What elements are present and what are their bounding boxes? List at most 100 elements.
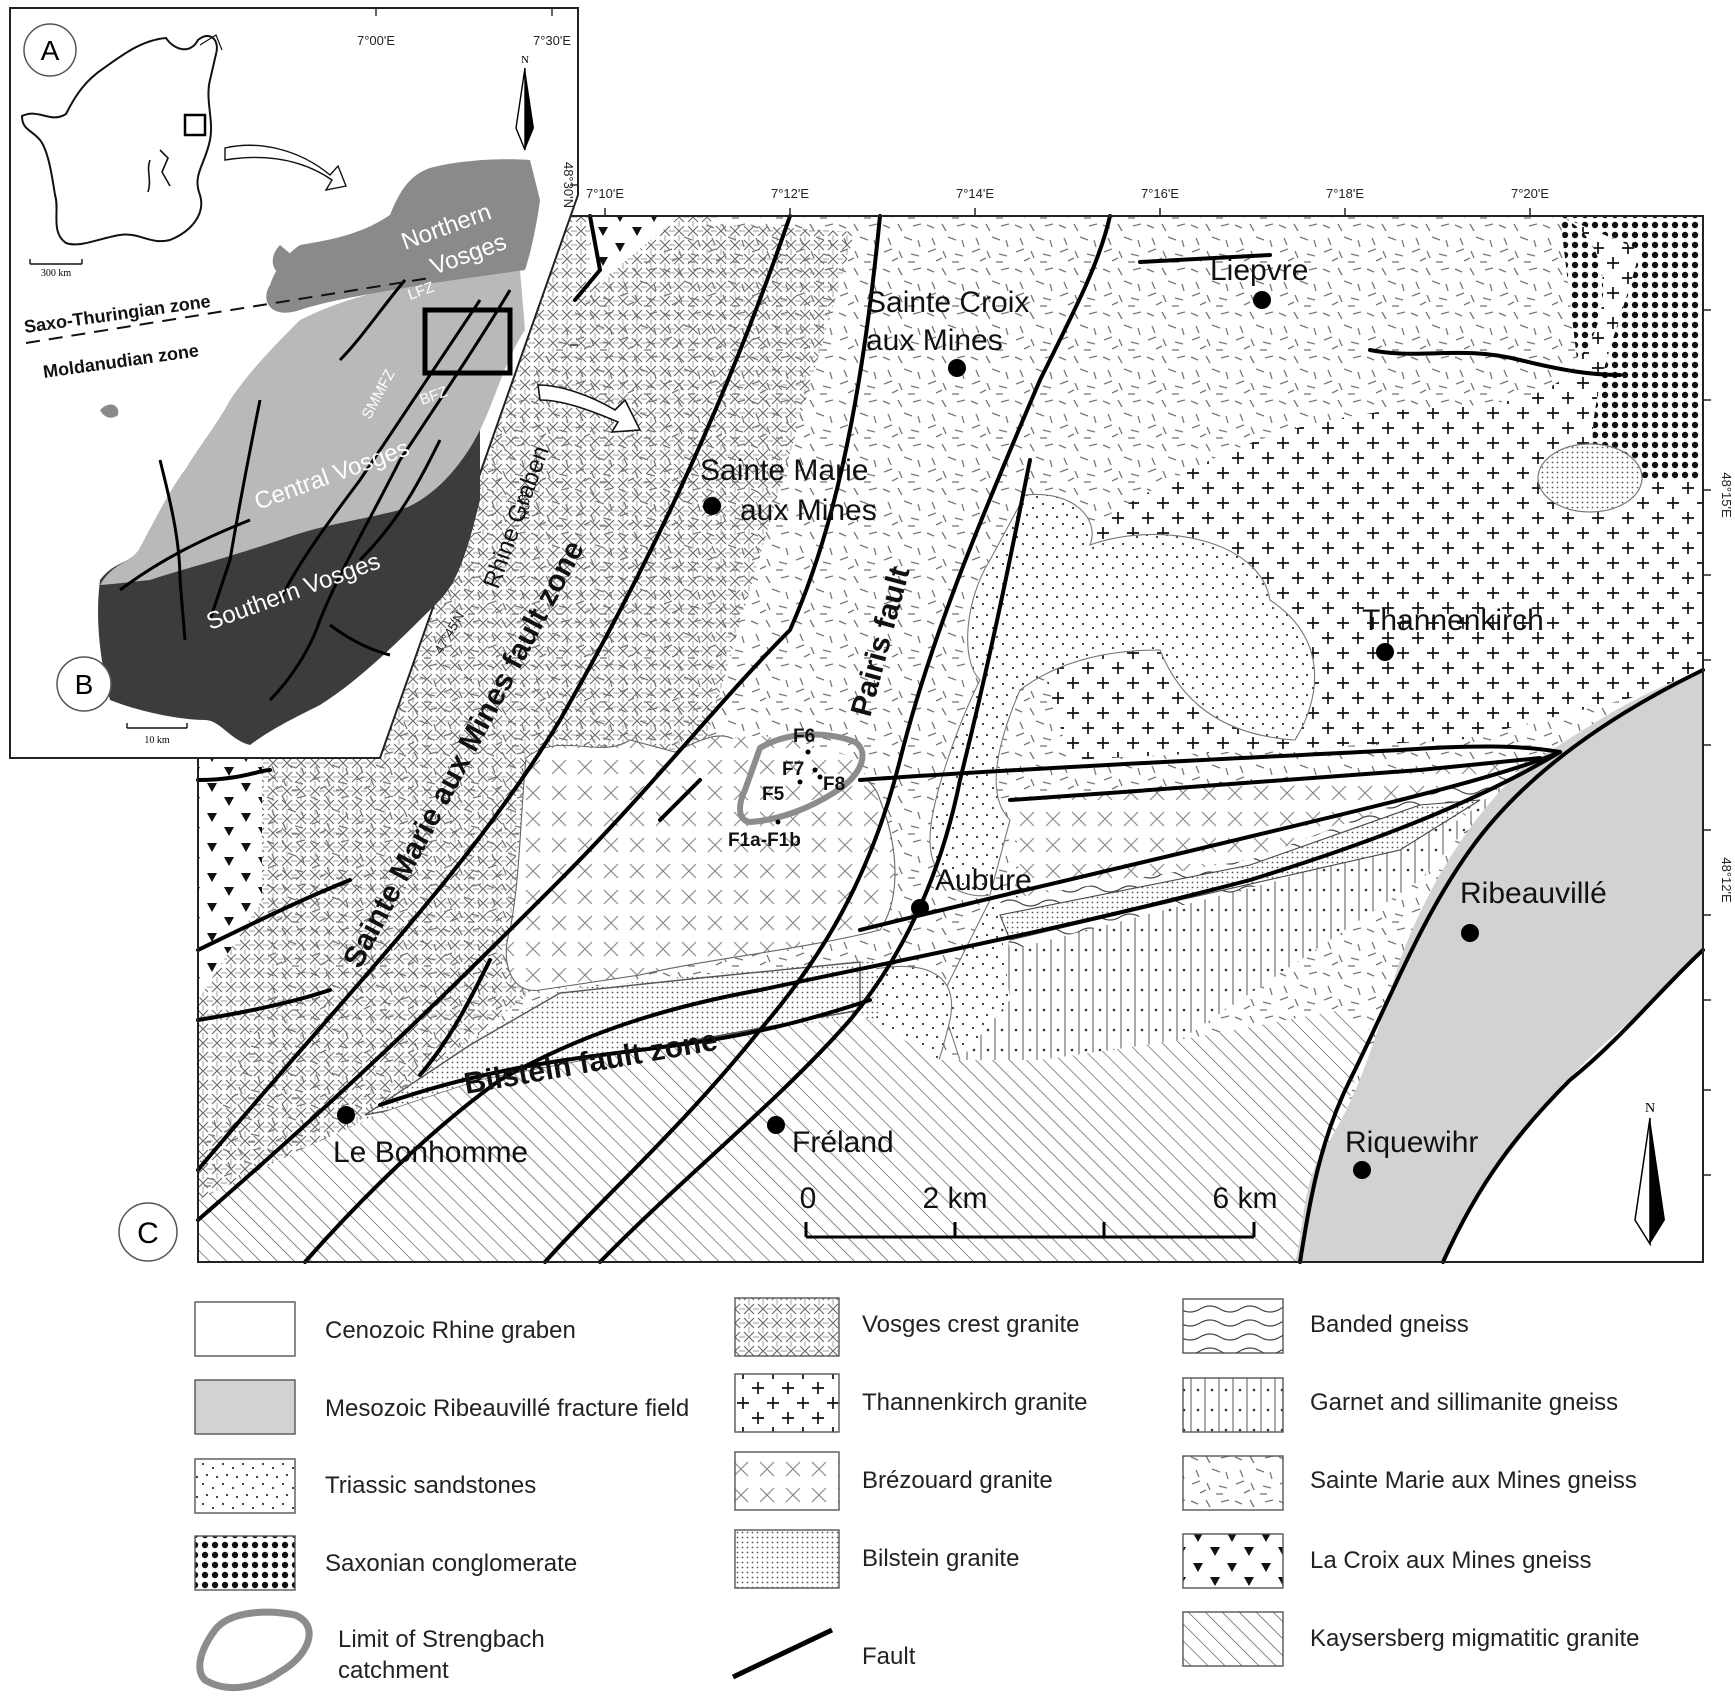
coord-label: 7°10'E [586,186,624,201]
legend-swatch-saxonian [194,1535,296,1591]
inset-locator-box [183,113,207,137]
town-marker-riquewihr [1353,1161,1371,1179]
scale-label-6km: 6 km [1212,1182,1277,1215]
town-marker-ribeauville [1461,924,1479,942]
site-label-f8: F8 [823,774,845,795]
legend-label-fracture-field: Mesozoic Ribeauvillé fracture field [325,1395,689,1422]
legend-swatch-catchment [196,1608,313,1692]
legend-swatch-vosges-crest [734,1297,840,1357]
coord-label: 7°18'E [1326,186,1364,201]
legend-label-la-croix-gneiss: La Croix aux Mines gneiss [1310,1547,1591,1574]
inset-arrow-icon [224,144,347,191]
legend-label-triassic: Triassic sandstones [325,1472,536,1499]
legend-column-2: Vosges crest granite Thannenkirch granit… [731,1297,1087,1680]
town-label-ste-croix-1: Sainte Croix [866,286,1029,319]
legend-label-catchment-2: catchment [338,1657,449,1684]
main-map-panel: 7°10'E 7°12'E 7°14'E 7°16'E 7°18'E 7°20'… [118,186,1734,1264]
town-label-aubure: Aubure [935,864,1032,897]
legend-swatch-fracture-field [194,1379,296,1435]
legend-swatch-banded-gneiss [1182,1298,1284,1354]
inset-panel: 300 km 7°00'E 7°30'E 48°30'N 48°N 47°45'… [9,7,642,759]
panel-label-a: A [23,23,77,77]
coord-label: 7°12'E [771,186,809,201]
site-label-f1: F1a-F1b [728,830,801,851]
map-coordinates: 7°10'E 7°12'E 7°14'E 7°16'E 7°18'E 7°20'… [586,186,1734,903]
inset-scale-300km: 300 km [41,268,72,279]
legend-swatch-rhine-graben [194,1301,296,1357]
legend-label-banded-gneiss: Banded gneiss [1310,1311,1469,1338]
inset-coord-label: 48°N [517,490,532,519]
town-label-ste-marie-2: aux Mines [740,494,877,527]
town-marker-ste-marie [703,497,721,515]
legend-label-ste-marie-gneiss: Sainte Marie aux Mines gneiss [1310,1467,1637,1494]
site-label-f7: F7 [782,759,804,780]
legend-swatch-triassic [194,1458,296,1514]
legend-label-thannenkirch: Thannenkirch granite [862,1389,1087,1416]
inset-coord-label: 7°00'E [357,33,395,48]
map-tick-marks [604,208,1711,1176]
legend-swatch-la-croix-gneiss [1182,1533,1284,1589]
inset-coord-label: 7°30'E [533,33,571,48]
town-label-freland: Fréland [792,1126,894,1159]
legend-swatch-fault [731,1627,834,1680]
panel-label-c: C [118,1202,178,1262]
legend-label-saxonian: Saxonian conglomerate [325,1550,577,1577]
inset-coord-label: 48°30'N [561,162,576,208]
legend-label-catchment-1: Limit of Strengbach [338,1626,545,1653]
coord-label: 48°15'E [1719,472,1734,518]
panel-label-b: B [56,656,112,712]
town-markers [337,291,1479,1179]
north-arrow-icon: N [1634,1101,1665,1247]
legend-swatch-ste-marie-gneiss [1182,1455,1284,1511]
legend-swatch-bilstein [734,1529,840,1589]
town-label-thannenkirch: Thannenkirch [1362,604,1544,637]
svg-text:N: N [521,54,529,66]
kaysersberg-migmatitic-granite-area [198,1010,1370,1262]
coord-label: 48°12'E [1719,857,1734,903]
legend-column-3: Banded gneiss Garnet and sillimanite gne… [1182,1298,1639,1667]
town-marker-liepvre [1253,291,1271,309]
site-label-f6: F6 [793,726,815,747]
legend-column-1: Cenozoic Rhine graben Mesozoic Ribeauvil… [194,1301,689,1692]
svg-text:A: A [41,35,60,66]
town-marker-aubure [911,899,929,917]
la-croix-gneiss-area [590,216,680,290]
town-label-riquewihr: Riquewihr [1345,1126,1478,1159]
central-vosges-region [100,270,525,585]
town-label-ste-marie-1: Sainte Marie [700,454,868,487]
svg-text:C: C [137,1217,159,1250]
legend-swatch-kaysersberg [1182,1611,1284,1667]
bilstein-granite-outlier [1537,443,1643,513]
scale-label-2km: 2 km [922,1182,987,1215]
site-labels: F6 F7 F8 F5 F1a-F1b [728,726,845,851]
sainte-marie-gneiss-belt [198,216,855,1262]
rhine-graben-area [1443,950,1703,1262]
vosges-massif-map: 10 km [25,159,642,746]
coord-label: 7°20'E [1511,186,1549,201]
town-label-ribeauville: Ribeauvillé [1460,877,1607,910]
town-marker-thannenkirch [1376,643,1394,661]
legend-swatch-thannenkirch [734,1373,840,1433]
scale-bar: 0 2 km 6 km [800,1182,1278,1239]
site-label-f5: F5 [762,784,785,805]
inset-fault-lines [119,279,512,702]
study-area-box [422,307,513,376]
fault-lines [196,214,1705,1264]
town-labels: Liepvre Sainte Croix aux Mines Sainte Ma… [333,254,1607,1169]
town-label-le-bonhomme: Le Bonhomme [333,1136,528,1169]
legend-label-brezouard: Brézouard granite [862,1467,1053,1494]
zoom-arrow-icon [537,384,642,433]
inset-north-arrow-icon: N [515,54,534,151]
svg-text:B: B [75,669,94,700]
north-label: N [1645,1101,1655,1116]
northern-vosges-region [266,159,540,313]
inset-scale-10km: 10 km [144,735,170,746]
legend-label-fault: Fault [862,1643,916,1670]
town-marker-le-bonhomme [337,1106,355,1124]
legend: Cenozoic Rhine graben Mesozoic Ribeauvil… [194,1297,1639,1692]
town-marker-freland [767,1116,785,1134]
town-label-liepvre: Liepvre [1210,254,1308,287]
triassic-sandstone-area [929,493,1316,897]
legend-label-kaysersberg: Kaysersberg migmatitic granite [1310,1625,1639,1652]
